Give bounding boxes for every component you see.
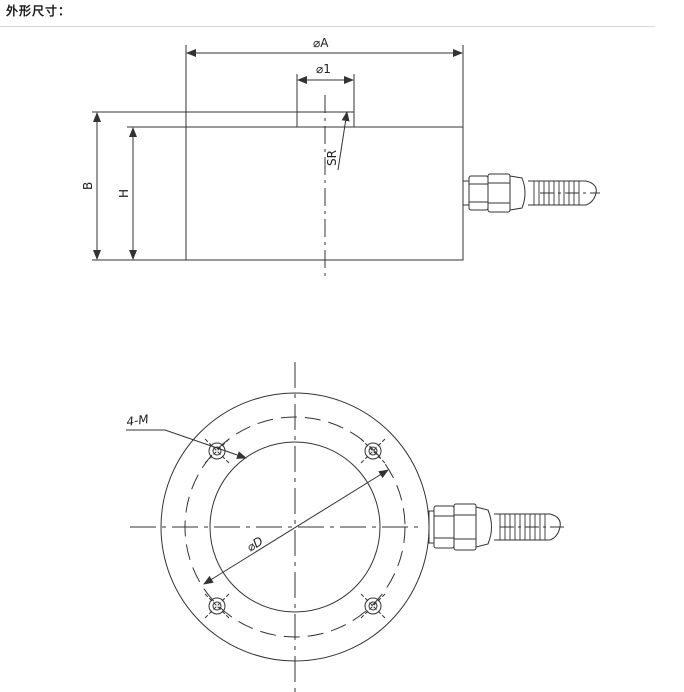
label-b: B: [81, 182, 95, 190]
side-cable-connector: [462, 173, 600, 213]
dimension-d-line: [203, 469, 389, 585]
sr-leader: [337, 111, 350, 171]
label-diameter-d: ⌀D: [244, 534, 265, 555]
bolt-hole: [360, 593, 386, 619]
heading-divider: [0, 26, 655, 27]
bolt-hole: [204, 593, 230, 619]
label-sr: SR: [325, 150, 339, 166]
bolt-hole: [360, 438, 386, 464]
label-diameter-a: ⌀A: [313, 36, 329, 50]
top-cable-connector: [428, 503, 568, 551]
label-holes: 4-M: [125, 412, 150, 429]
side-view: [92, 45, 600, 276]
label-diameter-1: ⌀1: [316, 62, 331, 76]
holes-leader: [126, 429, 247, 459]
top-view: [126, 362, 568, 692]
page-heading: 外形尺寸：: [6, 4, 72, 18]
label-h: H: [117, 189, 131, 198]
